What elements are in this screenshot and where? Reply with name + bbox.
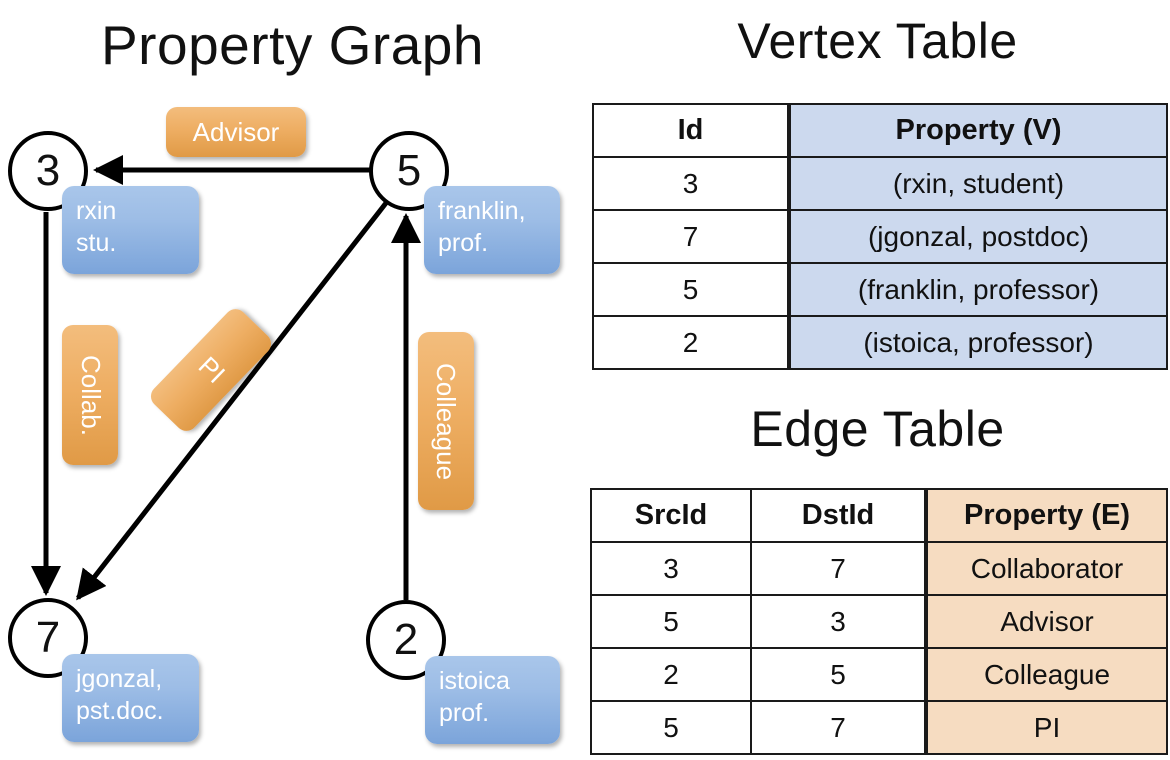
node-property-box-jgonzal[interactable]: jgonzal, pst.doc. xyxy=(62,654,199,742)
edge-label-collab-text: Collab. xyxy=(75,354,106,436)
table-row[interactable]: 5 3 Advisor xyxy=(590,594,1168,649)
graph-node-2-label: 2 xyxy=(393,615,419,664)
graph-node-3-label: 3 xyxy=(35,146,61,195)
node-property-franklin-line2: prof. xyxy=(438,229,489,257)
vertex-cell-id: 7 xyxy=(592,209,790,264)
graph-node-5[interactable]: 5 xyxy=(369,131,449,211)
node-property-jgonzal-line1: jgonzal, xyxy=(76,665,163,693)
edge-table-header-row: SrcId DstId Property (E) xyxy=(590,488,1168,543)
edge-cell-dstid: 3 xyxy=(750,594,927,649)
vertex-cell-property: (franklin, professor) xyxy=(787,262,1168,317)
edge-label-pi-text: PI xyxy=(192,350,231,389)
edge-table-header-srcid: SrcId xyxy=(590,488,752,543)
edge-cell-property: PI xyxy=(924,700,1168,755)
edge-table: SrcId DstId Property (E) 3 7 Collaborato… xyxy=(590,488,1168,755)
page-title-property-graph: Property Graph xyxy=(100,14,484,76)
vertex-cell-id: 3 xyxy=(592,156,790,211)
edge-cell-srcid: 5 xyxy=(590,700,752,755)
vertex-table-header-row: Id Property (V) xyxy=(592,103,1168,158)
graph-node-7-label: 7 xyxy=(35,613,61,662)
edge-label-collab[interactable]: Collab. xyxy=(62,325,118,465)
vertex-table-header-id: Id xyxy=(592,103,790,158)
node-property-rxin-line1: rxin xyxy=(76,197,117,225)
table-row[interactable]: 5 (franklin, professor) xyxy=(592,262,1168,317)
edge-cell-property: Collaborator xyxy=(924,541,1168,596)
graph-edges-svg xyxy=(31,155,421,601)
table-row[interactable]: 2 (istoica, professor) xyxy=(592,315,1168,370)
node-property-box-franklin[interactable]: franklin, prof. xyxy=(424,186,560,274)
edge-table-header-dstid: DstId xyxy=(750,488,927,543)
edge-label-advisor-text: Advisor xyxy=(192,116,280,147)
page-title-edge-table: Edge Table xyxy=(750,401,1005,457)
table-row[interactable]: 2 5 Colleague xyxy=(590,647,1168,702)
table-row[interactable]: 3 (rxin, student) xyxy=(592,156,1168,211)
property-graph-diagram: 3 5 7 2 rxin stu. franklin, prof. jgonza… xyxy=(8,107,560,744)
node-property-rxin-line2: stu. xyxy=(76,229,117,257)
vertex-table: Id Property (V) 3 (rxin, student) 7 (jgo… xyxy=(592,103,1168,370)
edge-cell-property: Colleague xyxy=(924,647,1168,702)
node-property-franklin-line1: franklin, xyxy=(438,197,526,225)
node-property-istoica-line2: prof. xyxy=(439,699,490,727)
edge-label-colleague-text: Colleague xyxy=(431,362,462,480)
page-title-vertex-table: Vertex Table xyxy=(737,13,1018,69)
node-property-jgonzal-line2: pst.doc. xyxy=(76,697,164,725)
edge-cell-property: Advisor xyxy=(924,594,1168,649)
edge-label-colleague[interactable]: Colleague xyxy=(418,332,474,510)
edge-cell-dstid: 7 xyxy=(750,700,927,755)
table-row[interactable]: 5 7 PI xyxy=(590,700,1168,755)
graph-node-2[interactable]: 2 xyxy=(366,600,446,680)
edge-cell-srcid: 2 xyxy=(590,647,752,702)
edge-cell-dstid: 5 xyxy=(750,647,927,702)
table-row[interactable]: 7 (jgonzal, postdoc) xyxy=(592,209,1168,264)
vertex-cell-id: 2 xyxy=(592,315,790,370)
node-property-istoica-line1: istoica xyxy=(439,667,510,695)
edge-cell-dstid: 7 xyxy=(750,541,927,596)
edge-5-to-7 xyxy=(76,201,388,601)
vertex-cell-property: (jgonzal, postdoc) xyxy=(787,209,1168,264)
edge-cell-srcid: 3 xyxy=(590,541,752,596)
vertex-cell-property: (rxin, student) xyxy=(787,156,1168,211)
node-property-box-rxin[interactable]: rxin stu. xyxy=(62,186,199,274)
vertex-cell-property: (istoica, professor) xyxy=(787,315,1168,370)
edge-table-header-property: Property (E) xyxy=(924,488,1168,543)
vertex-cell-id: 5 xyxy=(592,262,790,317)
edge-cell-srcid: 5 xyxy=(590,594,752,649)
node-property-box-istoica[interactable]: istoica prof. xyxy=(425,656,560,744)
table-row[interactable]: 3 7 Collaborator xyxy=(590,541,1168,596)
vertex-table-header-property: Property (V) xyxy=(787,103,1168,158)
edge-label-advisor[interactable]: Advisor xyxy=(166,107,306,157)
graph-node-5-label: 5 xyxy=(396,146,422,195)
